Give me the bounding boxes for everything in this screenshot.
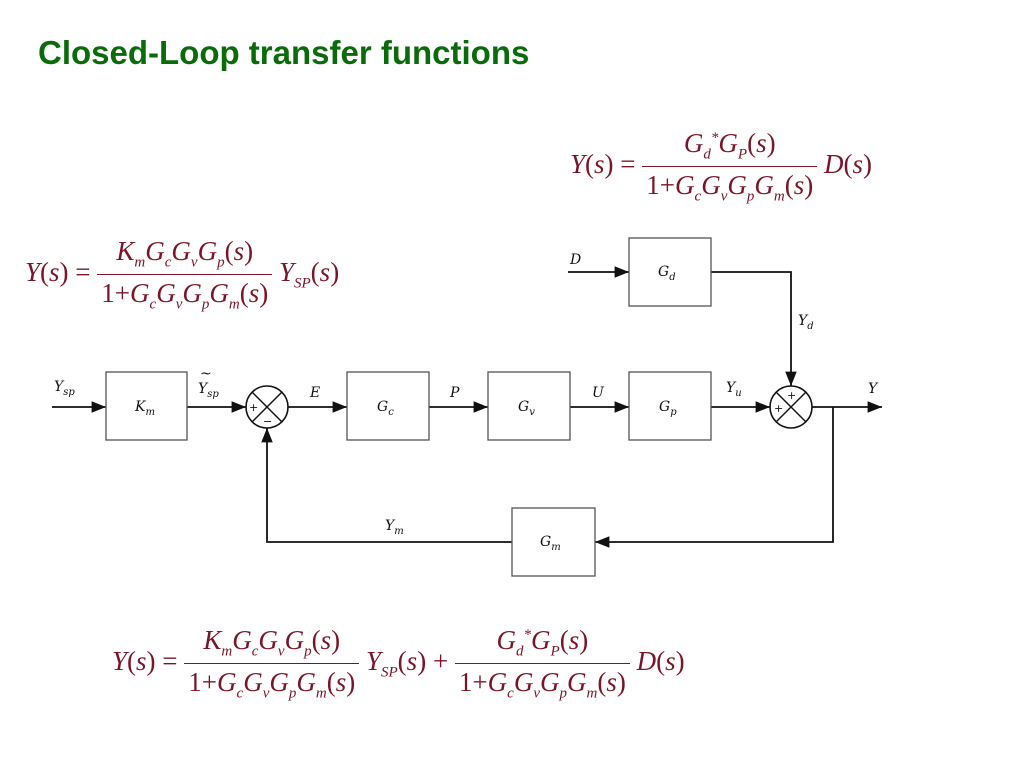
setpoint-fraction: KmGcGvGp(s) 1+GcGvGpGm(s) [97, 236, 273, 314]
fraction-denominator: 1+GcGvGpGm(s) [454, 663, 630, 702]
block-km-label: Km [134, 399, 155, 418]
disturbance-transfer-equation: Y(s) = Gd*GP(s) 1+GcGvGpGm(s) D(s) [570, 128, 872, 206]
junction2-plus-sign-top: + [787, 389, 796, 402]
block-gp-label: Gp [659, 399, 677, 418]
wire-yd [711, 271, 797, 386]
signal-label-e: E [309, 385, 320, 401]
block-gd-label: Gd [658, 264, 676, 283]
summing-junction-setpoint: + − [245, 385, 289, 429]
block-gm-label: Gm [540, 534, 561, 553]
fraction-numerator: Gd*GP(s) [683, 128, 776, 163]
junction2-plus-sign-left: + [774, 402, 783, 415]
block-gd: Gd [628, 237, 712, 307]
signal-label-ym: Ym [385, 518, 404, 537]
setpoint-transfer-equation: Y(s) = KmGcGvGp(s) 1+GcGvGpGm(s) YSP(s) [25, 236, 340, 314]
fraction-numerator: Gd*GP(s) [496, 625, 589, 660]
junction1-minus-sign: − [263, 415, 272, 428]
block-gm: Gm [511, 507, 596, 577]
signal-label-y: Y [868, 381, 879, 397]
combined-setpoint-fraction: KmGcGvGp(s) 1+GcGvGpGm(s) [184, 625, 360, 703]
block-km: Km [105, 371, 188, 441]
block-gc-label: Gc [377, 399, 394, 418]
junction1-plus-sign: + [249, 401, 258, 414]
fraction-denominator: 1+GcGvGpGm(s) [97, 274, 273, 313]
wire-feedback-to-gm [595, 407, 834, 548]
combined-disturbance-fraction: Gd*GP(s) 1+GcGvGpGm(s) [454, 625, 630, 703]
signal-label-ysp-tilde: Ysp [198, 381, 219, 400]
signal-label-ysp: Ysp [54, 379, 75, 398]
signal-tilde-mark: ~ [200, 366, 212, 382]
signal-wires [52, 266, 882, 548]
block-gc: Gc [346, 371, 430, 441]
fraction-numerator: KmGcGvGp(s) [116, 236, 254, 271]
signal-label-p: P [449, 385, 460, 401]
fraction-numerator: KmGcGvGp(s) [203, 625, 341, 660]
signal-label-u: U [592, 385, 605, 401]
signal-label-d: D [569, 252, 581, 268]
fraction-denominator: 1+GcGvGpGm(s) [642, 166, 818, 205]
disturbance-fraction: Gd*GP(s) 1+GcGvGpGm(s) [642, 128, 818, 206]
signal-label-yu: Yu [726, 380, 742, 399]
slide-title: Closed-Loop transfer functions [38, 34, 530, 71]
block-gv-label: Gv [518, 399, 535, 418]
combined-transfer-equation: Y(s) = KmGcGvGp(s) 1+GcGvGpGm(s) YSP(s) … [112, 625, 685, 703]
fraction-denominator: 1+GcGvGpGm(s) [184, 663, 360, 702]
wire-ym [261, 428, 512, 543]
signal-label-yd: Yd [798, 313, 814, 332]
block-gp: Gp [628, 371, 712, 441]
summing-junction-output: + + [769, 385, 813, 429]
block-gv: Gv [487, 371, 571, 441]
